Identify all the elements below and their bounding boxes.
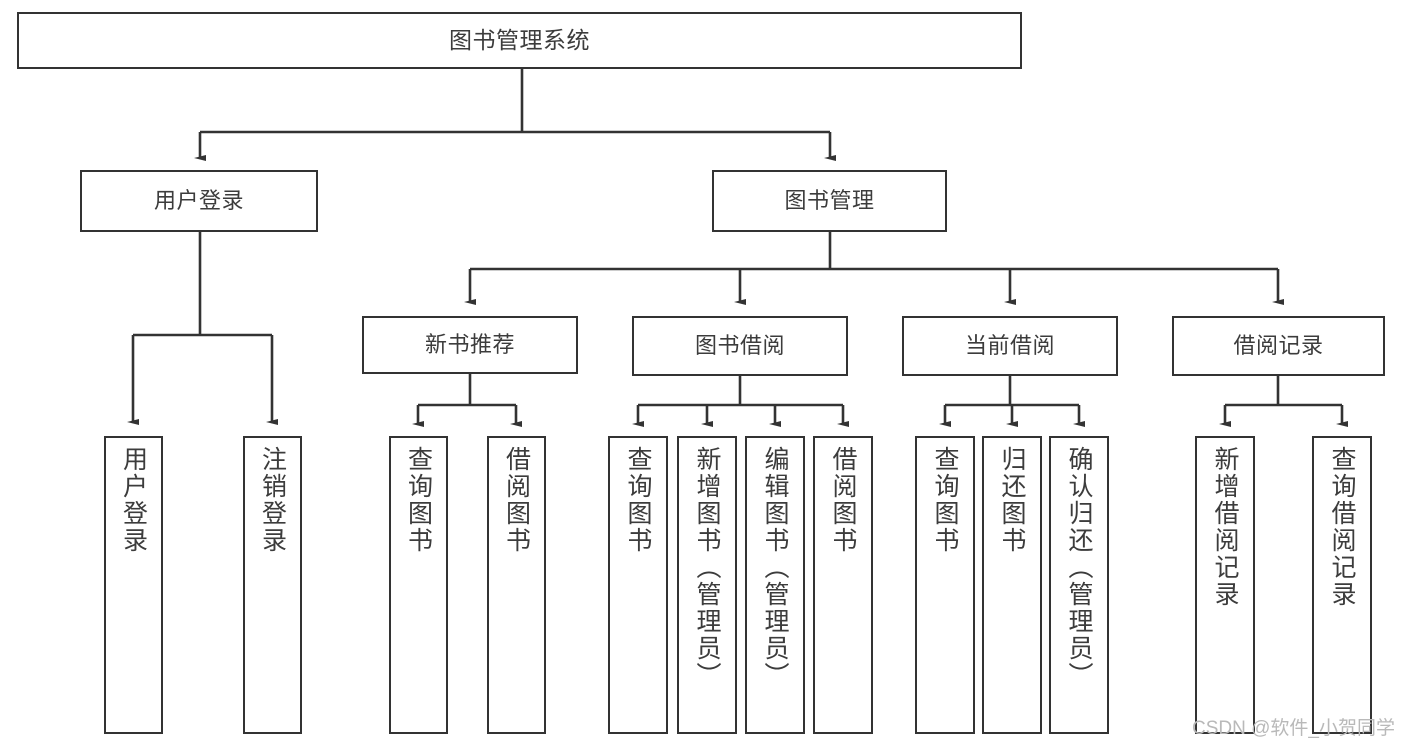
node-label: 注销登录: [258, 446, 287, 554]
node-label: 新增图书（管理员）: [693, 446, 721, 689]
node-label: 图书管理系统: [449, 26, 590, 53]
node-label: 借阅记录: [1233, 332, 1324, 358]
node-root-system[interactable]: 图书管理系统: [17, 12, 1022, 69]
node-leaf-query-book-current[interactable]: 查询图书: [915, 436, 975, 734]
node-label: 确认归还（管理员）: [1065, 446, 1093, 689]
node-label: 新书推荐: [424, 331, 515, 357]
node-leaf-return-book[interactable]: 归还图书: [982, 436, 1042, 734]
node-label: 用户登录: [119, 446, 148, 554]
node-label: 新增借阅记录: [1211, 446, 1239, 608]
node-label: 编辑图书（管理员）: [761, 446, 789, 689]
node-label: 借阅图书: [829, 446, 857, 554]
node-book-management[interactable]: 图书管理: [712, 170, 947, 232]
node-label: 查询借阅记录: [1328, 446, 1356, 608]
node-leaf-query-book-recommend[interactable]: 查询图书: [389, 436, 448, 734]
watermark-text: CSDN @软件_小贺同学: [1192, 718, 1395, 739]
node-new-book-recommend[interactable]: 新书推荐: [362, 316, 578, 374]
node-leaf-edit-book-admin[interactable]: 编辑图书（管理员）: [745, 436, 805, 734]
node-leaf-query-borrow-record[interactable]: 查询借阅记录: [1312, 436, 1372, 734]
node-label: 图书管理: [784, 187, 875, 213]
node-borrow-record[interactable]: 借阅记录: [1172, 316, 1385, 376]
node-label: 查询图书: [624, 446, 652, 554]
node-label: 当前借阅: [964, 332, 1055, 358]
node-leaf-query-book[interactable]: 查询图书: [608, 436, 668, 734]
node-label: 查询图书: [931, 446, 959, 554]
node-leaf-borrow-book[interactable]: 借阅图书: [813, 436, 873, 734]
node-label: 用户登录: [153, 187, 244, 213]
node-current-borrow[interactable]: 当前借阅: [902, 316, 1118, 376]
node-label: 借阅图书: [502, 446, 531, 554]
node-leaf-add-borrow-record[interactable]: 新增借阅记录: [1195, 436, 1255, 734]
node-user-login[interactable]: 用户登录: [80, 170, 318, 232]
node-book-borrow[interactable]: 图书借阅: [632, 316, 848, 376]
node-label: 归还图书: [998, 446, 1026, 554]
node-leaf-logout[interactable]: 注销登录: [243, 436, 302, 734]
node-label: 查询图书: [404, 446, 433, 554]
node-leaf-confirm-return-admin[interactable]: 确认归还（管理员）: [1049, 436, 1109, 734]
node-leaf-user-login[interactable]: 用户登录: [104, 436, 163, 734]
node-leaf-borrow-book-recommend[interactable]: 借阅图书: [487, 436, 546, 734]
node-leaf-add-book-admin[interactable]: 新增图书（管理员）: [677, 436, 737, 734]
node-label: 图书借阅: [694, 332, 785, 358]
